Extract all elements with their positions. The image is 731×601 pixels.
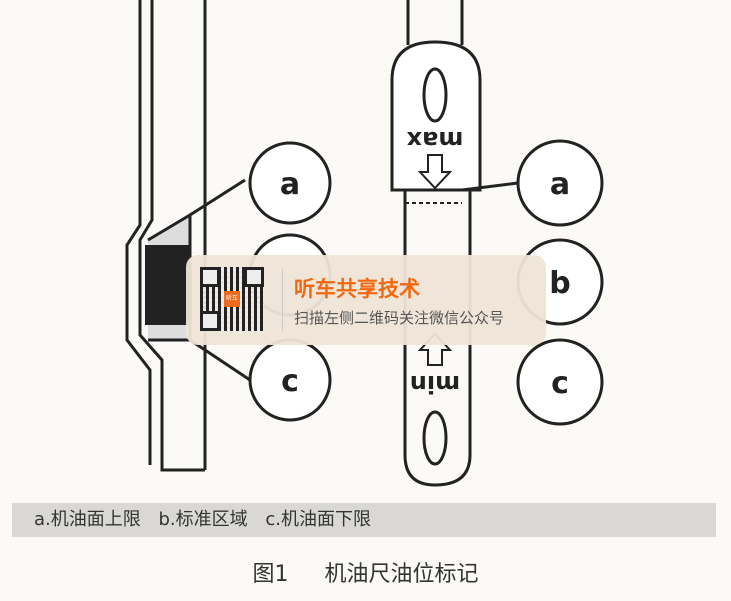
qr-badge: 听车	[224, 291, 240, 307]
label-a-left: a	[280, 167, 300, 202]
max-label: max	[406, 126, 463, 154]
watermark-overlay: 听车 听车共享技术 扫描左侧二维码关注微信公众号	[186, 255, 546, 345]
qr-code[interactable]: 听车	[200, 267, 264, 331]
label-c-left: c	[281, 364, 299, 399]
divider	[282, 269, 283, 331]
overlay-title: 听车共享技术	[294, 277, 420, 301]
left-dipstick	[125, 0, 251, 472]
label-b-right: b	[549, 266, 570, 301]
label-c-right: c	[551, 366, 569, 401]
label-a-right: a	[550, 167, 570, 202]
figure-caption: 图1 机油尺油位标记	[0, 556, 731, 588]
min-label: min	[410, 370, 460, 398]
right-dipstick	[390, 0, 519, 487]
figure-title: 机油尺油位标记	[324, 562, 479, 587]
legend: a.机油面上限 b.标准区域 c.机油面下限	[12, 503, 716, 537]
figure-number: 图1	[252, 562, 289, 587]
overlay-subtitle: 扫描左侧二维码关注微信公众号	[294, 309, 505, 327]
